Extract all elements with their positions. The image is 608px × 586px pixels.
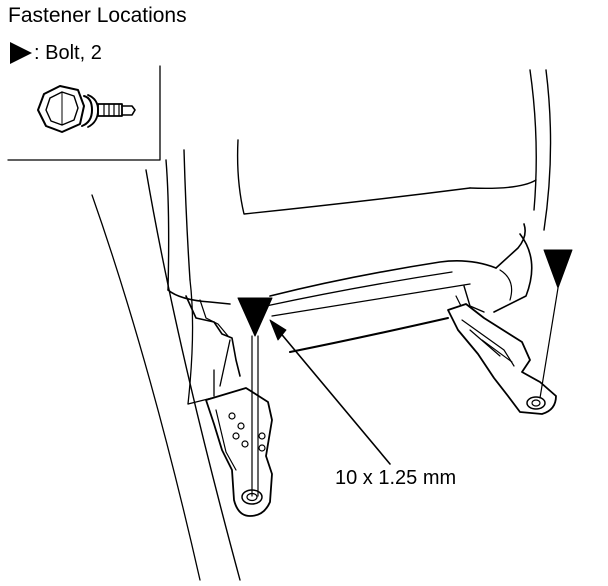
bolt-marker-left: [237, 297, 273, 497]
bolt-marker-right: [539, 249, 573, 399]
legend: : Bolt, 2: [8, 40, 102, 66]
left-seat-rail: [205, 387, 273, 517]
right-seat-rail: [447, 303, 557, 415]
body-side-lines: [91, 169, 241, 581]
bolt-inset-box: [7, 65, 161, 161]
seat-back: [165, 69, 552, 291]
legend-text: : Bolt, 2: [34, 41, 102, 64]
bolt-marker-icon: [10, 42, 32, 64]
seat-cushion: [167, 223, 533, 405]
bolt-size-label: 10 x 1.25 mm: [335, 467, 457, 489]
diagram-title: Fastener Locations: [8, 4, 187, 27]
callout-leader-line: [269, 319, 391, 465]
bolt-icon: [37, 85, 136, 133]
